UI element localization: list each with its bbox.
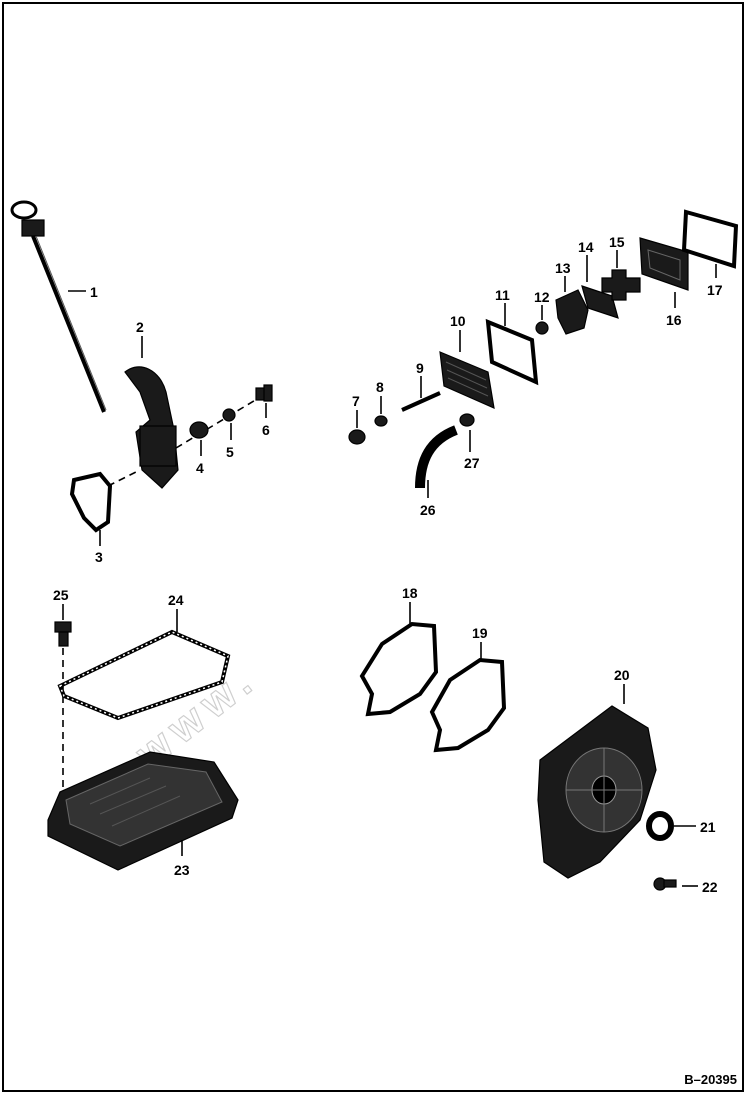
callout-15: 15 — [609, 234, 625, 250]
part-gasket-17 — [681, 209, 739, 269]
part-oil-pan-23 — [47, 751, 239, 871]
part-block-14 — [581, 285, 619, 319]
figure-reference: B–20395 — [684, 1072, 737, 1087]
callout-6: 6 — [262, 422, 270, 438]
part-screw-22 — [653, 877, 677, 891]
part-cross-15 — [601, 269, 641, 301]
part-bolt-6 — [255, 384, 273, 402]
part-cover-16 — [639, 237, 689, 291]
callout-27: 27 — [464, 455, 480, 471]
part-washer-8 — [374, 415, 388, 427]
callout-4: 4 — [196, 460, 204, 476]
part-stud-9 — [401, 391, 441, 412]
part-bolt-25 — [54, 621, 72, 647]
part-block-13 — [555, 289, 589, 335]
part-clamp-27 — [459, 413, 475, 427]
part-gasket-19 — [429, 657, 507, 753]
callout-7: 7 — [352, 393, 360, 409]
part-fill-tube — [124, 366, 179, 489]
callout-21: 21 — [700, 819, 716, 835]
assembly-line-4-6 — [175, 395, 263, 449]
callout-12: 12 — [534, 289, 550, 305]
assembly-line-3 — [107, 469, 141, 487]
callout-2: 2 — [136, 319, 144, 335]
callout-1: 1 — [90, 284, 98, 300]
callout-17: 17 — [707, 282, 723, 298]
callout-3: 3 — [95, 549, 103, 565]
callout-8: 8 — [376, 379, 384, 395]
callout-5: 5 — [226, 444, 234, 460]
part-nut-7 — [348, 429, 366, 445]
part-tube-gasket — [69, 471, 113, 533]
callout-11: 11 — [495, 287, 510, 303]
part-hose-26 — [415, 425, 459, 489]
callout-18: 18 — [402, 585, 418, 601]
callout-23: 23 — [174, 862, 190, 878]
callout-14: 14 — [578, 239, 594, 255]
part-ring-5 — [222, 408, 236, 422]
callout-22: 22 — [702, 879, 718, 895]
callout-19: 19 — [472, 625, 488, 641]
part-gasket-11 — [485, 318, 539, 386]
callout-16: 16 — [666, 312, 682, 328]
part-cover-20 — [537, 705, 657, 879]
part-gasket-18 — [359, 621, 439, 717]
callout-20: 20 — [614, 667, 630, 683]
part-dipstick — [10, 200, 107, 413]
callout-9: 9 — [416, 360, 424, 376]
part-washer-4 — [189, 421, 209, 439]
callout-26: 26 — [420, 502, 436, 518]
part-plate-10 — [439, 351, 495, 409]
callout-25: 25 — [53, 587, 69, 603]
part-spacer-12 — [535, 321, 549, 335]
callout-13: 13 — [555, 260, 571, 276]
callout-10: 10 — [450, 313, 466, 329]
callout-24: 24 — [168, 592, 184, 608]
part-seal-21 — [646, 811, 674, 841]
